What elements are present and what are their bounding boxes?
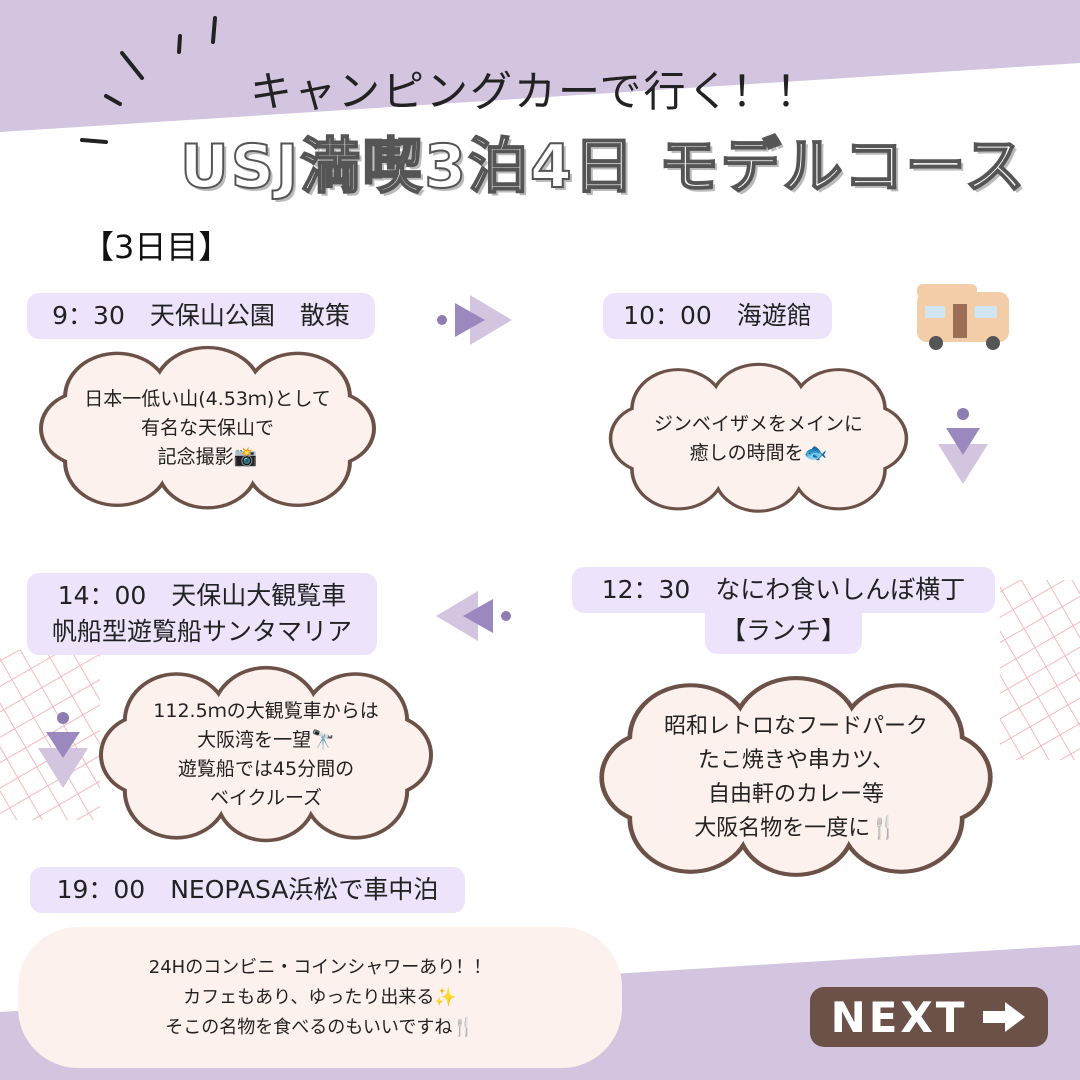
desc-line: 大阪湾を一望🔭	[197, 729, 335, 751]
time-label-line: 14：00 天保山大観覧車	[57, 581, 347, 610]
desc-line: 大阪名物を一度に🍴	[694, 815, 898, 841]
day-heading: 【3日目】	[82, 228, 231, 266]
next-button[interactable]: NEXT	[810, 987, 1048, 1047]
desc-line: 遊覧船では45分間の	[177, 758, 355, 780]
desc-line: 112.5ｍの大観覧車からは	[153, 700, 379, 722]
desc-line: 昭和レトロなフードパーク	[663, 713, 928, 739]
desc-line: そこの名物を食べるのもいいですね🍴	[165, 1016, 475, 1038]
top-purple-band	[0, 0, 1080, 132]
next-label: NEXT	[830, 992, 968, 1042]
double-arrow-left-icon	[436, 591, 511, 641]
stop-time-label: 10：00 海遊館	[603, 293, 832, 339]
desc-line: ベイクルーズ	[209, 787, 323, 809]
stop-description-box: 24Hのコンビニ・コインシャワーあり！！ カフェもあり、ゆったり出来る✨ そこの…	[18, 927, 622, 1068]
subtitle: キャンピングカーで行く！！	[250, 67, 820, 116]
stop-time-label-sub: 【ランチ】	[705, 608, 862, 654]
stop-description-cloud: 昭和レトロなフードパーク たこ焼きや串カツ、 自由軒のカレー等 大阪名物を一度に…	[597, 675, 995, 880]
desc-line: 日本一低い山(4.53ｍ)として	[84, 388, 331, 410]
desc-line: 24Hのコンビニ・コインシャワーあり！！	[148, 956, 492, 978]
stop-time-label: 14：00 天保山大観覧車 帆船型遊覧船サンタマリア	[27, 573, 377, 655]
desc-line: 有名な天保山で	[140, 417, 274, 439]
double-arrow-down-icon	[938, 408, 988, 484]
camper-van-icon	[917, 284, 1009, 350]
arrow-right-icon	[983, 1002, 1026, 1032]
desc-line: 癒しの時間を🐟	[689, 441, 828, 464]
double-arrow-down-icon	[38, 712, 88, 788]
page-title: USJ満喫3泊4日 モデルコース	[179, 131, 1027, 203]
desc-line: カフェもあり、ゆったり出来る✨	[183, 986, 457, 1008]
double-arrow-right-icon	[437, 295, 512, 345]
desc-line: 自由軒のカレー等	[707, 781, 884, 807]
sparkle-lines-icon	[80, 16, 217, 144]
stop-time-label: 9：30 天保山公園 散策	[27, 293, 375, 339]
stop-description-cloud: 日本一低い山(4.53ｍ)として 有名な天保山で 記念撮影📸	[37, 345, 378, 512]
stop-description-cloud: ジンベイザメをメインに 癒しの時間を🐟	[607, 362, 910, 515]
stop-description-cloud: 112.5ｍの大観覧車からは 大阪湾を一望🔭 遊覧船では45分間の ベイクルーズ	[97, 665, 435, 845]
desc-line: 記念撮影📸	[157, 446, 258, 468]
desc-line: ジンベイザメをメインに	[653, 412, 863, 435]
stop-time-label: 19：00 NEOPASA浜松で車中泊	[30, 867, 465, 913]
time-label-line: 帆船型遊覧船サンタマリア	[51, 617, 352, 646]
desc-line: たこ焼きや串カツ、	[697, 747, 895, 773]
pink-grid-right	[1000, 580, 1080, 760]
stop-time-label: 12：30 なにわ食いしんぼ横丁	[572, 567, 995, 613]
